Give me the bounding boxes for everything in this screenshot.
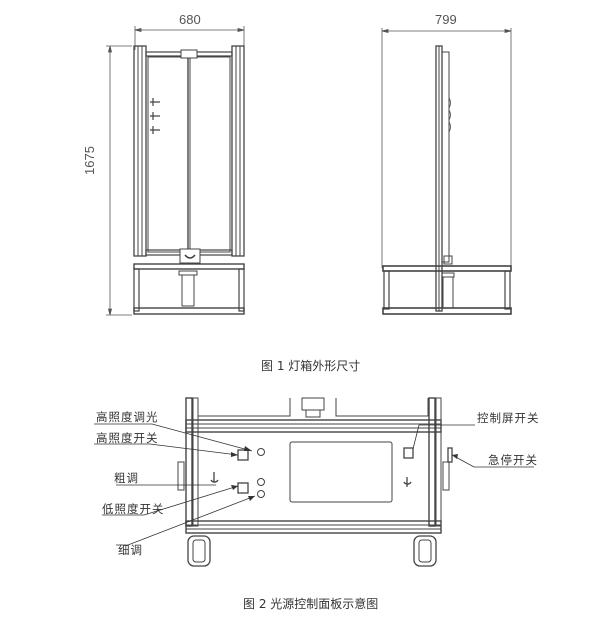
label-screen-switch: 控制屏开关 [477,411,540,425]
label-emergency-stop: 急停开关 [488,453,538,467]
figure-1-caption: 图 1 灯箱外形尺寸 [261,359,361,373]
figure-2-caption: 图 2 光源控制面板示意图 [243,597,379,611]
width-dimension-line [134,26,245,50]
label-high-dimming: 高照度调光 [96,410,159,424]
depth-dimension-line [381,28,512,268]
label-coarse-adjust: 粗调 [114,471,139,485]
width-dimension: 680 [179,12,201,27]
height-dimension-line [106,45,132,316]
depth-dimension: 799 [435,12,457,27]
label-low-switch: 低照度开关 [102,502,165,516]
high-switch-shape [237,449,249,461]
callout-leaders [94,423,534,546]
label-high-switch: 高照度开关 [96,431,159,445]
front-view-frame [133,45,245,315]
label-fine-adjust: 细调 [118,543,143,557]
side-view-frame [382,45,512,315]
